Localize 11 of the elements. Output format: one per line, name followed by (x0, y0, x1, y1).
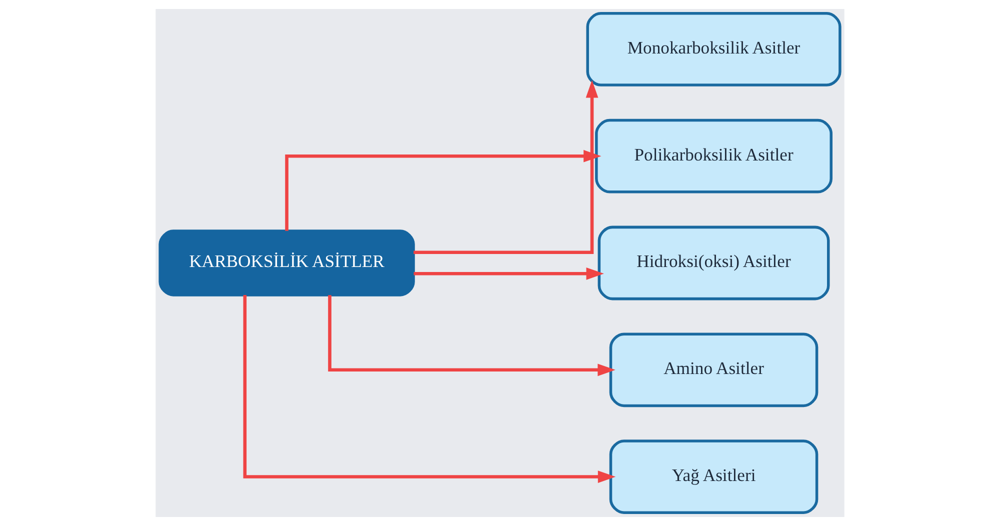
arrow (414, 80, 598, 254)
arrow (328, 294, 616, 376)
node-box: Hidroksi(oksi) Asitler (598, 225, 830, 300)
arrow (414, 266, 604, 280)
node-box: Yağ Asitleri (609, 439, 818, 514)
node-box: KARBOKSİLİK ASİTLER (158, 229, 415, 296)
node-box: Monokarboksilik Asitler (586, 12, 842, 86)
arrow (243, 294, 616, 482)
arrow (285, 149, 602, 230)
node-box: Polikarboksilik Asitler (595, 118, 833, 193)
node-box: Amino Asitler (609, 332, 818, 407)
